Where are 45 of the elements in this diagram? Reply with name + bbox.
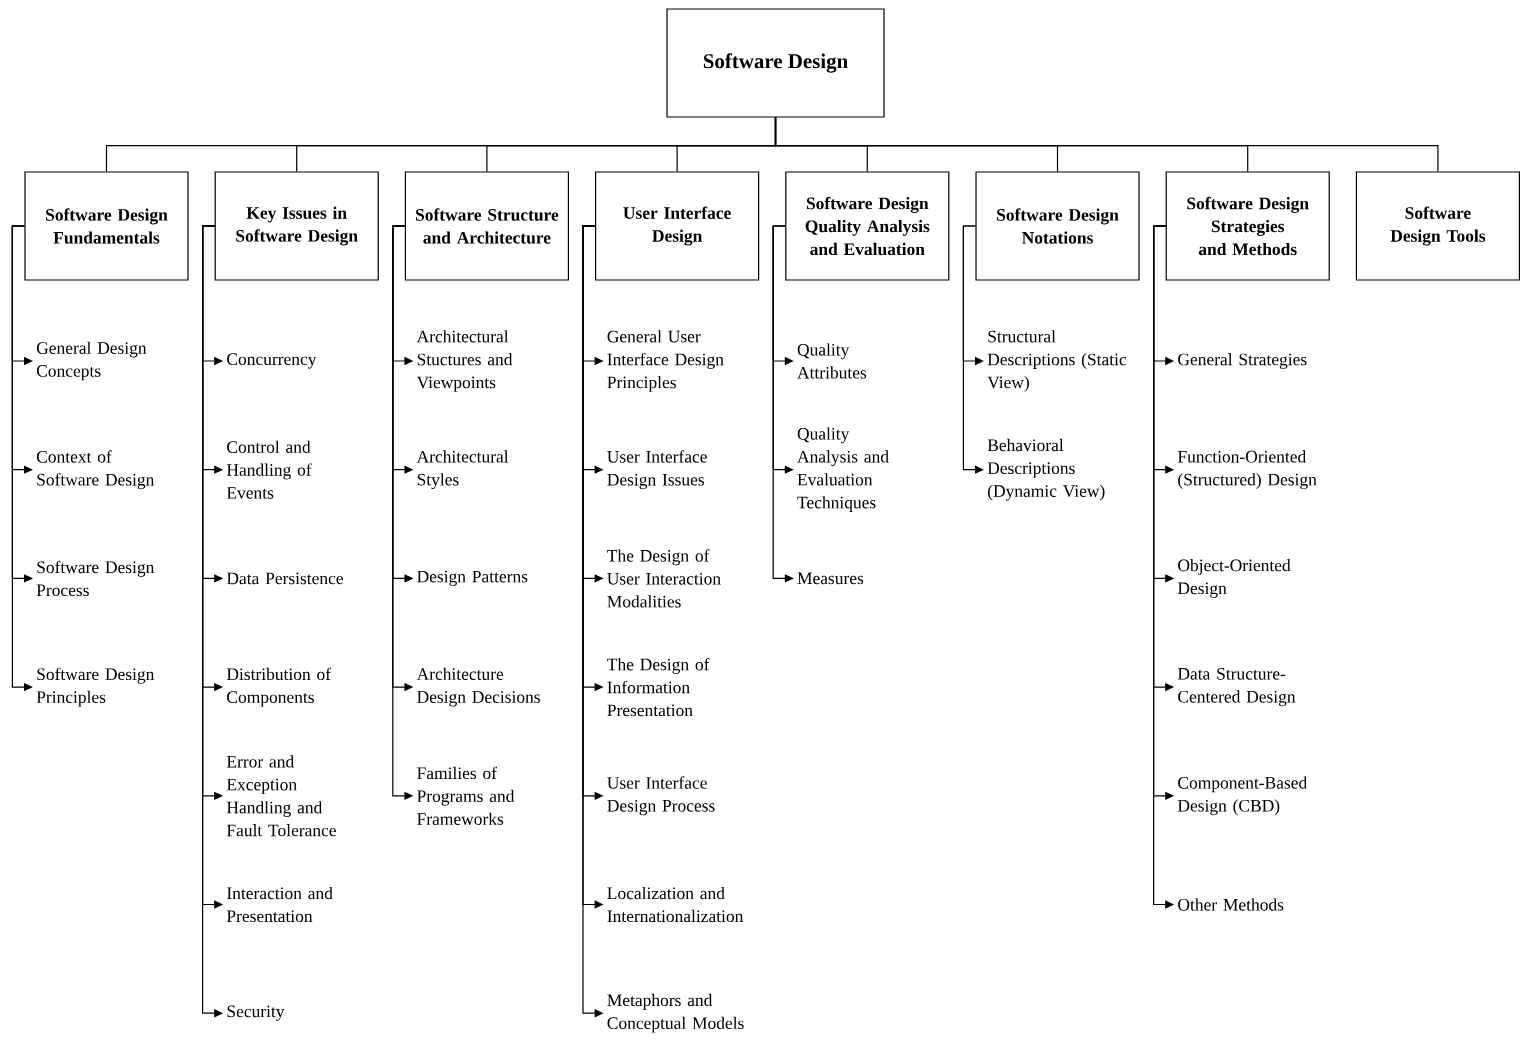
topic-text: The Design of User Interaction Modalities [607, 549, 721, 608]
topic-text: Data Persistence [226, 572, 343, 585]
topic-text: Context of Software Design [36, 450, 155, 490]
category-box: Key Issues in Software Design [214, 171, 379, 281]
topic-text: Architectural Styles [416, 450, 509, 490]
topic-text: General Strategies [1178, 353, 1307, 369]
topic-text: User Interface Design Process [607, 776, 715, 816]
topic-text: Data Structure-Centered Design [1177, 668, 1296, 707]
category-box: User Interface Design [595, 171, 760, 281]
topic-text: Security [227, 1005, 285, 1021]
topic-text: Error and Exception Handling and Fault Tolerance [226, 755, 336, 837]
category-box: Software Structure and Architecture [404, 171, 569, 281]
topic-text: Interaction and Presentation [226, 886, 333, 923]
topic-text: Object-Oriented Design [1177, 559, 1291, 598]
category-box: Software Design Quality Analysis and Evaluation [785, 171, 950, 281]
tree-connector [774, 117, 1439, 172]
topic-text: Measures [797, 572, 864, 585]
topic-text: Architecture Design Decisions [416, 667, 540, 707]
topic-text: Other Methods [1178, 898, 1284, 911]
topic-text: Component-Based Design (CBD) [1177, 776, 1307, 816]
topic-text: Distribution of Components [226, 667, 331, 707]
topic-text: Software Design Process [36, 560, 155, 597]
category-box: Software Design Fundamentals [24, 171, 189, 281]
root-box: Software Design [666, 8, 885, 118]
topic-text: Software Design Principles [36, 667, 155, 707]
topic-text: The Design of Information Presentation [607, 657, 710, 717]
arrow [962, 225, 984, 474]
topic-text: Structural Descriptions (Static View) [987, 330, 1127, 392]
topic-text: Families of Programs and Frameworks [417, 766, 515, 825]
category-box: Software Design Tools [1355, 171, 1520, 281]
category-box: Software Design Strategies and Methods [1165, 171, 1330, 281]
topic-text: Metaphors and Conceptual Models [607, 993, 744, 1033]
topic-text: Function-Oriented (Structured) Design [1177, 450, 1317, 490]
topic-text: Control and Handling of Events [226, 440, 312, 499]
topic-text: Quality Analysis and Evaluation Techniques [797, 427, 889, 512]
topic-text: General User Interface Design Principles [607, 330, 724, 392]
topic-text: Design Patterns [417, 570, 528, 587]
topic-text: Architectural Stuctures and Viewpoints [416, 330, 513, 392]
topic-text: Concurrency [227, 353, 317, 369]
topic-text: Behavioral Descriptions (Dynamic View) [987, 438, 1105, 501]
topic-text: Localization and Internationalization [607, 886, 744, 923]
topic-text: General Design Concepts [36, 341, 147, 381]
category-box: Software Design Notations [975, 171, 1140, 281]
topic-text: User Interface Design Issues [607, 450, 707, 490]
topic-text: Quality Attributes [797, 343, 867, 379]
